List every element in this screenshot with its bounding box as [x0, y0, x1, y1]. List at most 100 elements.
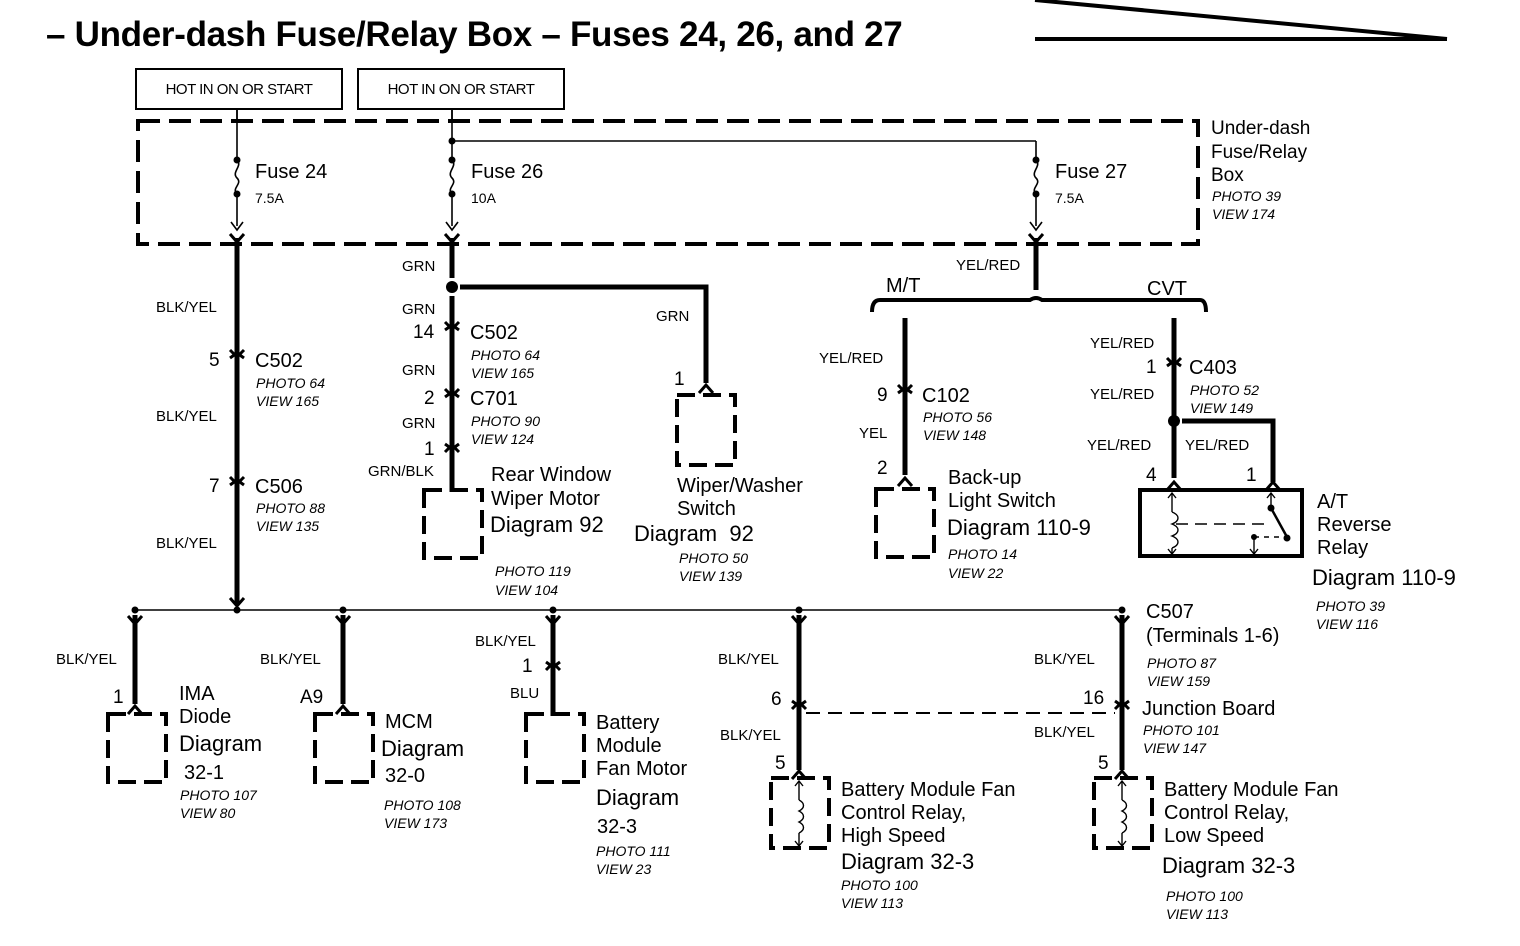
- wiper-washer-switch-box: [675, 393, 737, 467]
- backup-switch-diagram: Diagram 110-9: [947, 515, 1091, 540]
- fan-motor-diagram: Diagram: [596, 785, 680, 810]
- rear-wiper-label-2: Wiper Motor: [491, 488, 600, 510]
- backup-switch-label-1: Back-up: [948, 467, 1022, 489]
- fan-motor-photo: PHOTO 111: [596, 843, 671, 859]
- connector-view: VIEW 135: [256, 518, 320, 534]
- connector-view: VIEW 149: [1190, 400, 1254, 416]
- relay-low-label-2: Control Relay,: [1164, 802, 1290, 824]
- connector-photo: PHOTO 52: [1190, 382, 1259, 398]
- rear-wiper-motor-box: [422, 488, 484, 560]
- wire-color-label: BLK/YEL: [718, 651, 779, 668]
- fuse-24-icon: [232, 155, 242, 199]
- connector-c403-name: C403: [1189, 357, 1237, 379]
- pin-number: 7: [209, 476, 220, 497]
- connector-photo: PHOTO 87: [1147, 655, 1216, 671]
- mt-cvt-branch: [870, 296, 1208, 313]
- wire-color-label: GRN: [402, 301, 436, 318]
- wire-color-label: YEL/RED: [1185, 437, 1250, 454]
- connector-c506-name: C506: [255, 476, 303, 498]
- pin-number: 4: [1146, 465, 1157, 486]
- fuse-box-view: VIEW 174: [1212, 206, 1276, 222]
- rear-wiper-photo: PHOTO 119: [495, 563, 571, 579]
- relay-high-diagram: Diagram 32-3: [841, 849, 975, 874]
- fan-motor-label-1: Battery: [596, 712, 660, 734]
- connector-photo: PHOTO 88: [256, 500, 325, 516]
- fuse-box-photo: PHOTO 39: [1212, 188, 1281, 204]
- connector-c701-name: C701: [470, 388, 518, 410]
- fan-motor-view: VIEW 23: [596, 861, 652, 877]
- wiper-switch-diagram: Diagram 92: [634, 521, 754, 546]
- wire-color-label: BLK/YEL: [260, 651, 321, 668]
- fuse-24-name: Fuse 24: [255, 161, 328, 183]
- wire-color-label: BLK/YEL: [475, 633, 536, 650]
- relay-high-label-2: Control Relay,: [841, 802, 967, 824]
- ima-diode-photo: PHOTO 107: [180, 787, 257, 803]
- pin-number: A9: [300, 687, 324, 708]
- connector-view: VIEW 124: [471, 431, 535, 447]
- connector-view: VIEW 159: [1147, 673, 1211, 689]
- relay-low-view: VIEW 113: [1166, 906, 1228, 922]
- pin-number: 1: [1246, 465, 1257, 486]
- relay-high-view: VIEW 113: [841, 895, 903, 911]
- at-relay-photo: PHOTO 39: [1316, 598, 1385, 614]
- junction-board-photo: PHOTO 101: [1143, 722, 1220, 738]
- wire-color-label: BLK/YEL: [156, 299, 217, 316]
- ima-diode-label-2: Diode: [179, 706, 232, 728]
- pin-number: 1: [674, 369, 685, 390]
- fan-motor-label-2: Module: [596, 735, 662, 757]
- relay-high-box: [769, 776, 831, 850]
- fuse-26-name: Fuse 26: [471, 161, 544, 183]
- wire-color-label: GRN: [656, 308, 690, 325]
- connector-c507-terminals: (Terminals 1-6): [1146, 625, 1280, 647]
- pin-number: 5: [1098, 753, 1109, 774]
- ima-diode-box: [106, 712, 168, 784]
- connector-photo: PHOTO 90: [471, 413, 540, 429]
- relay-low-photo: PHOTO 100: [1166, 888, 1243, 904]
- connector-c507-name: C507: [1146, 601, 1194, 623]
- wire-color-label: BLU: [510, 685, 540, 702]
- mcm-label: MCM: [385, 711, 433, 733]
- page-title: – Under-dash Fuse/Relay Box – Fuses 24, …: [46, 15, 903, 54]
- junction-board-name: Junction Board: [1142, 698, 1276, 720]
- pin-number: 9: [877, 385, 888, 406]
- pin-number: 2: [877, 458, 888, 479]
- connector-view: VIEW 165: [256, 393, 320, 409]
- relay-low-label-1: Battery Module Fan: [1164, 779, 1339, 801]
- pin-number: 5: [775, 753, 786, 774]
- wire-color-label: BLK/YEL: [1034, 651, 1095, 668]
- wire-color-label: YEL/RED: [1087, 437, 1152, 454]
- connector-c502-name: C502: [255, 350, 303, 372]
- connector-view: VIEW 165: [471, 365, 535, 381]
- wire-color-label: GRN/BLK: [368, 463, 434, 480]
- ima-diode-view: VIEW 80: [180, 805, 236, 821]
- wire-color-label: YEL/RED: [819, 350, 884, 367]
- rear-wiper-label-1: Rear Window: [491, 464, 612, 486]
- relay-high-label-3: High Speed: [841, 825, 946, 847]
- wire-color-label: YEL: [859, 425, 888, 442]
- mcm-box: [313, 712, 375, 784]
- connector-photo: PHOTO 64: [471, 347, 540, 363]
- mcm-diagram: Diagram: [381, 736, 465, 761]
- fuse-24-rating: 7.5A: [255, 190, 284, 206]
- wire-color-label: BLK/YEL: [720, 727, 781, 744]
- backup-switch-label-2: Light Switch: [948, 490, 1056, 512]
- connector-view: VIEW 148: [923, 427, 987, 443]
- fuse-27-rating: 7.5A: [1055, 190, 1084, 206]
- rear-wiper-view: VIEW 104: [495, 582, 559, 598]
- fuse-26-rating: 10A: [471, 190, 496, 206]
- fuse-box-label-1: Under-dash: [1211, 118, 1311, 139]
- ima-diode-diagram-number: 32-1: [184, 762, 225, 784]
- at-relay-label-1: A/T: [1317, 491, 1349, 513]
- at-relay-diagram: Diagram 110-9: [1312, 565, 1456, 590]
- at-relay-label-3: Relay: [1317, 537, 1369, 559]
- mcm-photo: PHOTO 108: [384, 797, 461, 813]
- pin-number: 1: [1146, 357, 1157, 378]
- relay-low-diagram: Diagram 32-3: [1162, 853, 1296, 878]
- wiper-switch-photo: PHOTO 50: [679, 550, 748, 566]
- connector-c102-name: C102: [922, 385, 970, 407]
- connector-c502-name: C502: [470, 322, 518, 344]
- relay-low-label-3: Low Speed: [1164, 825, 1265, 847]
- pin-number: 1: [522, 656, 533, 677]
- junction-board-view: VIEW 147: [1143, 740, 1207, 756]
